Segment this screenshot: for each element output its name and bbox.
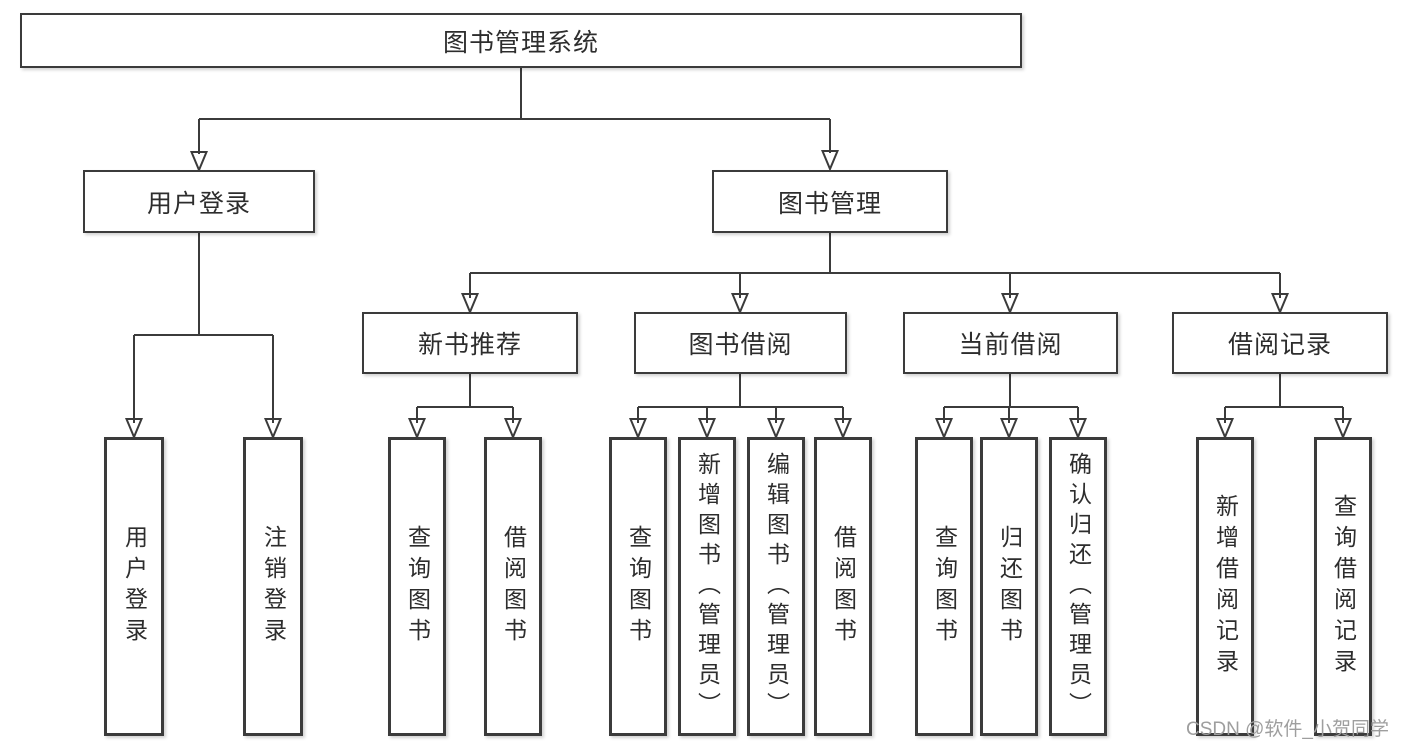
node-label: 注销登录 [260,524,287,649]
leaf-bb-edit-books-admin: 编辑图书（管理员） [747,437,805,736]
leaf-cb-confirm-return-admin: 确认归还（管理员） [1049,437,1107,736]
node-label: 当前借阅 [958,331,1063,359]
node-label: 归还图书 [996,524,1023,649]
leaf-bb-add-books-admin: 新增图书（管理员） [678,437,736,736]
leaf-br-query-record: 查询借阅记录 [1314,437,1372,736]
leaf-rec-borrow-books: 借阅图书 [484,437,542,736]
node-label: 新书推荐 [417,331,522,359]
node-label: 用户登录 [121,524,148,649]
leaf-br-add-record: 新增借阅记录 [1196,437,1254,736]
leaf-logout: 注销登录 [243,437,303,736]
node-label: 新增图书（管理员） [694,451,721,722]
node-label: 确认归还（管理员） [1065,451,1092,722]
node-label: 借阅记录 [1227,331,1332,359]
node-label: 借阅图书 [830,524,857,649]
node-book-management: 图书管理 [712,170,948,233]
node-current-borrowing: 当前借阅 [903,312,1118,374]
node-new-book-recommendation: 新书推荐 [362,312,578,374]
node-user-login: 用户登录 [83,170,315,233]
node-label: 查询图书 [931,524,958,649]
leaf-rec-query-books: 查询图书 [388,437,446,736]
node-label: 查询借阅记录 [1330,493,1357,680]
node-label: 用户登录 [146,189,251,218]
node-label: 查询图书 [404,524,431,649]
leaf-cb-return-books: 归还图书 [980,437,1038,736]
node-label: 图书管理 [777,189,882,218]
node-label: 借阅图书 [500,524,527,649]
node-label: 图书借阅 [688,331,793,359]
leaf-user-login: 用户登录 [104,437,164,736]
csdn-watermark: CSDN @软件_小贺同学 [1186,719,1389,740]
leaf-bb-query-books: 查询图书 [609,437,667,736]
node-label: 查询图书 [625,524,652,649]
leaf-bb-borrow-books: 借阅图书 [814,437,872,736]
node-label: 图书管理系统 [442,28,599,57]
node-book-borrowing: 图书借阅 [634,312,847,374]
leaf-cb-query-books: 查询图书 [915,437,973,736]
node-label: 新增借阅记录 [1212,493,1239,680]
node-label: 编辑图书（管理员） [763,451,790,722]
node-borrowing-records: 借阅记录 [1172,312,1388,374]
node-library-system: 图书管理系统 [20,13,1022,68]
